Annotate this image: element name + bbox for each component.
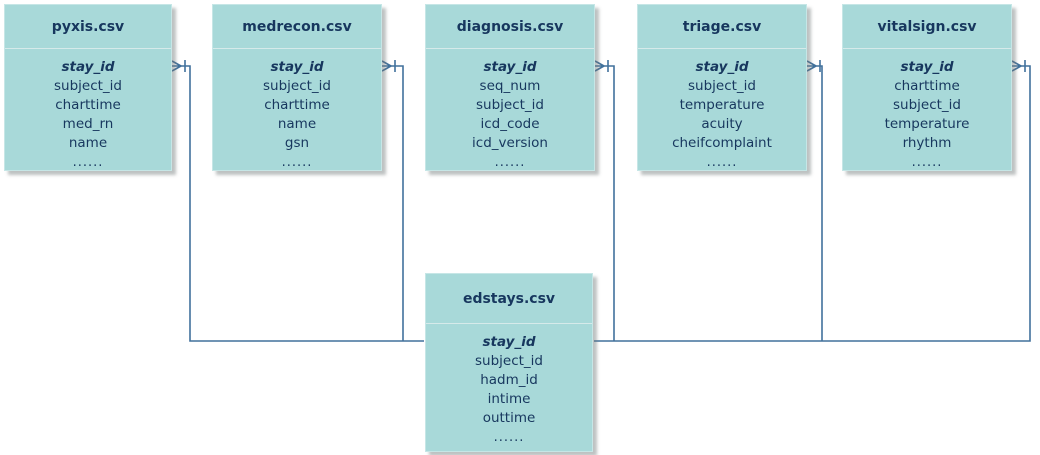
table-edstays: edstays.csv stay_id subject_id hadm_id i… [425,273,593,452]
field-stay-id: stay_id [900,59,954,75]
field: subject_id [892,97,961,113]
field: name [277,116,317,132]
field-stay-id: stay_id [482,334,536,350]
field: intime [487,391,531,407]
field-stay-id: stay_id [61,59,115,75]
field: cheifcomplaint [672,135,772,151]
table-title: pyxis.csv [5,5,171,49]
connector-line [391,65,404,341]
field: charttime [264,97,330,113]
crows-foot-icon [594,60,609,72]
table-title: triage.csv [638,5,806,49]
field: temperature [679,97,765,113]
field: name [68,135,108,151]
crows-foot-icon [806,60,821,72]
field: seq_num [479,78,541,94]
field: outtime [482,410,536,426]
field-list: stay_id charttime subject_id temperature… [843,49,1011,172]
field: rhythm [902,135,952,151]
field-ellipsis: ...... [706,155,738,170]
connector-medrecon-edstays [381,60,404,341]
field: subject_id [475,97,544,113]
connector-line [604,65,615,341]
field: gsn [284,135,310,151]
table-title: vitalsign.csv [843,5,1011,49]
table-title: diagnosis.csv [426,5,594,49]
table-vitalsign: vitalsign.csv stay_id charttime subject_… [842,4,1012,171]
field-ellipsis: ...... [493,430,525,445]
crows-foot-icon [381,60,396,72]
field: subject_id [687,78,756,94]
field: acuity [701,116,743,132]
field-stay-id: stay_id [483,59,537,75]
table-title: medrecon.csv [213,5,381,49]
table-pyxis: pyxis.csv stay_id subject_id charttime m… [4,4,172,171]
field-ellipsis: ...... [72,155,104,170]
field: icd_code [480,116,540,132]
field-list: stay_id seq_num subject_id icd_code icd_… [426,49,594,172]
connector-diagnosis-edstays [594,60,615,341]
field-list: stay_id subject_id charttime name gsn ..… [213,49,381,172]
field: subject_id [474,353,543,369]
crows-foot-icon [171,60,186,72]
field-ellipsis: ...... [281,155,313,170]
field-list: stay_id subject_id charttime med_rn name… [5,49,171,172]
field-stay-id: stay_id [270,59,324,75]
field: subject_id [262,78,331,94]
field-list: stay_id subject_id hadm_id intime outtim… [426,324,592,447]
field: charttime [55,97,121,113]
field-ellipsis: ...... [494,155,526,170]
connector-line [816,65,823,341]
field: charttime [894,78,960,94]
field-list: stay_id subject_id temperature acuity ch… [638,49,806,172]
field-ellipsis: ...... [911,155,943,170]
table-triage: triage.csv stay_id subject_id temperatur… [637,4,807,171]
field: med_rn [62,116,114,132]
field: icd_version [472,135,548,151]
table-diagnosis: diagnosis.csv stay_id seq_num subject_id… [425,4,595,171]
table-medrecon: medrecon.csv stay_id subject_id charttim… [212,4,382,171]
table-title: edstays.csv [426,274,592,324]
field-stay-id: stay_id [695,59,749,75]
field: temperature [884,116,970,132]
field: subject_id [53,78,122,94]
field: hadm_id [480,372,538,388]
crows-foot-icon [1011,60,1026,72]
connector-triage-edstays [806,60,823,341]
